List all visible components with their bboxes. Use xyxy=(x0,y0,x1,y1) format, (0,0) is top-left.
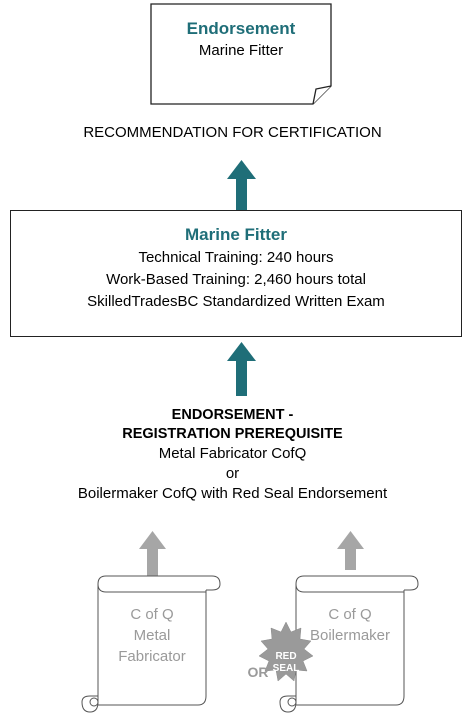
prerequisite-heading-2: REGISTRATION PREREQUISITE xyxy=(122,426,343,442)
work-based-training-text: Work-Based Training: 2,460 hours total xyxy=(106,271,366,288)
scroll-right xyxy=(279,575,419,713)
endorsement-box: Endorsement Marine Fitter xyxy=(151,18,331,62)
recommendation-label: RECOMMENDATION FOR CERTIFICATION xyxy=(83,124,382,141)
teal-arrow-lower xyxy=(227,342,256,396)
scroll-left xyxy=(81,575,221,713)
prerequisite-heading-1: ENDORSEMENT - xyxy=(171,407,294,423)
prerequisite-or: or xyxy=(225,465,240,482)
certificate-left-line3: Fabricator xyxy=(118,648,186,665)
certificate-right-line1: C of Q xyxy=(328,606,372,623)
certificate-right-line2: Boilermaker xyxy=(309,627,391,644)
red-seal-text: RED SEAL xyxy=(262,651,310,675)
gray-arrow-right xyxy=(337,531,364,570)
endorsement-fold xyxy=(312,85,332,105)
certificate-left-text: C of Q Metal Fabricator xyxy=(98,604,206,667)
prerequisite-option-1: Metal Fabricator CofQ xyxy=(158,445,307,462)
or-label: OR xyxy=(247,664,269,680)
gray-arrow-left xyxy=(139,531,166,576)
prerequisite-block: ENDORSEMENT - REGISTRATION PREREQUISITE … xyxy=(0,406,465,504)
marine-fitter-box xyxy=(10,210,462,337)
certificate-left-line2: Metal xyxy=(133,627,171,644)
technical-training-text: Technical Training: 240 hours xyxy=(138,249,334,266)
exam-text: SkilledTradesBC Standardized Written Exa… xyxy=(87,293,385,310)
certificate-left-line1: C of Q xyxy=(130,606,174,623)
red-seal-line2: SEAL xyxy=(272,663,300,674)
teal-arrow-upper xyxy=(227,160,256,210)
endorsement-title: Endorsement xyxy=(186,19,296,38)
endorsement-subtitle: Marine Fitter xyxy=(198,42,284,59)
certificate-right-text: C of Q Boilermaker xyxy=(296,604,404,646)
red-seal-badge xyxy=(258,621,314,682)
prerequisite-option-2: Boilermaker CofQ with Red Seal Endorseme… xyxy=(77,485,388,502)
marine-fitter-title: Marine Fitter xyxy=(184,225,288,244)
red-seal-line1: RED xyxy=(275,651,297,662)
